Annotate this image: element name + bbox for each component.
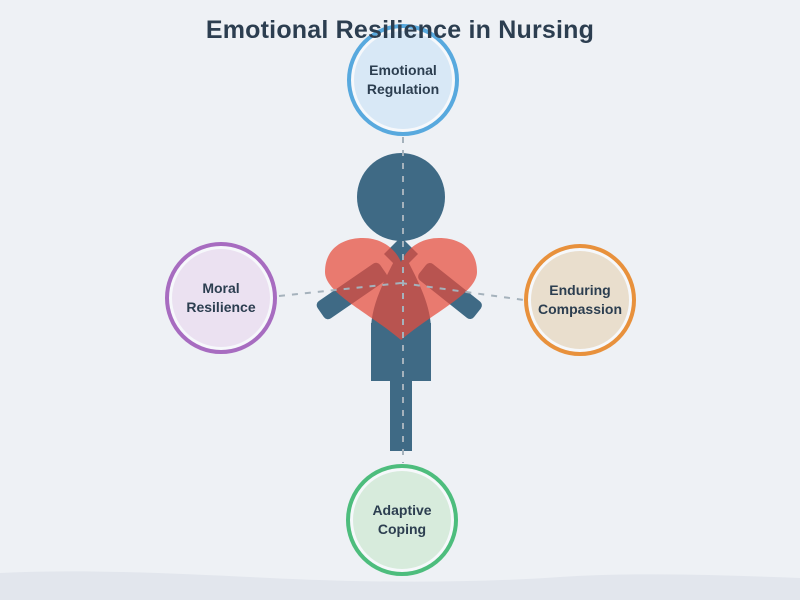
node-label: Adaptive Coping (372, 502, 432, 537)
heart-icon (325, 238, 477, 340)
page-title: Emotional Resilience in Nursing (205, 16, 595, 44)
person-legs (390, 379, 412, 451)
node-emotional-regulation: Emotional Regulation (347, 24, 459, 136)
node-enduring-compassion: Enduring Compassion (524, 244, 636, 356)
connectors (278, 137, 525, 463)
person-head (357, 153, 445, 241)
node-label: Enduring Compassion (537, 282, 622, 317)
node-label: Emotional Regulation (366, 62, 440, 97)
bottom-wave (0, 571, 800, 600)
node-moral-resilience: Moral Resilience (165, 242, 277, 354)
node-adaptive-coping: Adaptive Coping (346, 464, 458, 576)
node-label: Moral Resilience (186, 280, 256, 315)
